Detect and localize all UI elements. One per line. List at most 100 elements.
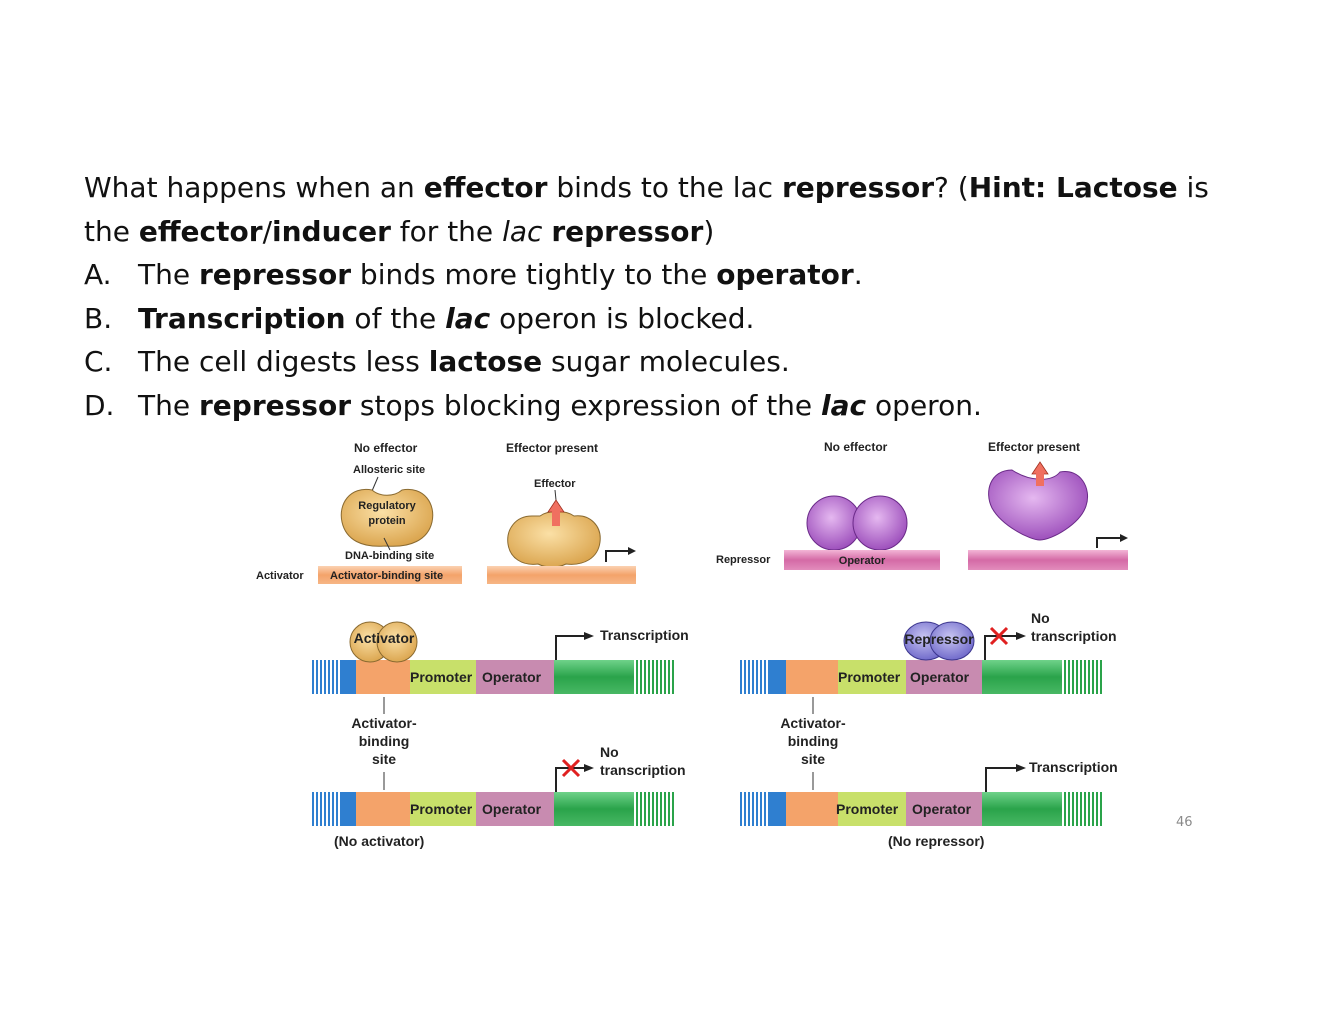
question-text: What happens when an effector binds to t… [84, 166, 1244, 427]
repressor-dna-bar-free [968, 550, 1128, 570]
repressor-lobe-left-2 [903, 621, 949, 661]
dna-blue-block-3 [770, 660, 786, 694]
transcription-arrow-top-left [605, 550, 628, 562]
label-operator-box: Operator [839, 555, 886, 567]
effector-stem-right [1036, 472, 1044, 486]
repressor-lobe-right-2 [929, 621, 975, 661]
promoter-region [410, 660, 476, 694]
regulatory-protein-shape [340, 488, 434, 547]
operator-region [476, 660, 554, 694]
label-activator-side: Activator [256, 570, 304, 582]
blocked-arrow-1 [555, 767, 586, 792]
arrowhead [1120, 534, 1128, 542]
gene-region-3 [982, 660, 1066, 694]
label-no-1: No [600, 744, 619, 760]
label-transcription-lower-1: transcription [600, 762, 686, 778]
transcription-arrow-top-right [1096, 537, 1120, 548]
activator-effector-bound-shape [507, 511, 601, 568]
dna-stripes-right [634, 660, 674, 694]
label-activator-blob: Activator [354, 630, 415, 646]
question-line-1: What happens when an effector binds to t… [84, 171, 1209, 204]
label-binding-right: binding [788, 733, 839, 749]
label-promoter-3: Promoter [838, 669, 901, 685]
arrowhead [584, 632, 594, 640]
label-transcription-lower-2: transcription [1031, 628, 1117, 644]
arrowhead [628, 547, 636, 555]
option-b[interactable]: B.Transcription of the lac operon is blo… [84, 301, 755, 335]
operator-region-3 [906, 660, 982, 694]
label-allosteric-site: Allosteric site [353, 464, 425, 476]
allosteric-pointer [371, 476, 379, 492]
promoter-region-2 [410, 792, 476, 826]
blocked-arrow-2 [984, 635, 1016, 660]
label-transcription-1: Transcription [600, 627, 689, 643]
dna-stripes-left-4 [740, 792, 780, 826]
arrowhead [1016, 764, 1026, 772]
operator-dna-bar [784, 550, 940, 570]
effector-molecule-right [1031, 461, 1049, 475]
gene-region-2 [554, 792, 638, 826]
question-line-2: the effector/inducer for the lac repress… [84, 214, 715, 248]
option-d[interactable]: D.The repressor stops blocking expressio… [84, 388, 982, 422]
operator-region-2 [476, 792, 554, 826]
effector-pointer [554, 489, 557, 501]
label-no-activator: (No activator) [334, 833, 424, 849]
label-protein: protein [368, 515, 406, 527]
label-regulatory: Regulatory [358, 500, 416, 512]
label-effector: Effector [534, 478, 576, 490]
transcription-arrow-2 [985, 767, 1016, 792]
option-c[interactable]: C.The cell digests less lactose sugar mo… [84, 345, 790, 378]
label-operator-1: Operator [482, 669, 542, 685]
dna-stripes-left [311, 660, 351, 694]
label-repressor-side: Repressor [716, 554, 771, 566]
dna-stripes-right-3 [1062, 660, 1102, 694]
label-operator-3: Operator [910, 669, 970, 685]
gene-region [554, 660, 638, 694]
activator-binding-region-4 [786, 792, 838, 826]
activator-binding-region [356, 660, 410, 694]
heading-effector-present-left: Effector present [506, 441, 598, 455]
label-binding-left: binding [359, 733, 410, 749]
transcription-arrow-1 [555, 635, 586, 660]
activator-lobe-left [349, 621, 391, 663]
activator-binding-region-3 [786, 660, 838, 694]
activator-lobe-right [376, 621, 418, 663]
label-activator-binding-site: Activator-binding site [330, 570, 443, 582]
activator-dna-bar [487, 566, 636, 584]
repressor-effector-bound-shape [988, 469, 1088, 541]
heading-effector-present-right: Effector present [988, 440, 1080, 454]
label-transcription-2: Transcription [1029, 759, 1118, 775]
label-promoter-1: Promoter [410, 669, 473, 685]
dna-stripes-right-2 [634, 792, 674, 826]
label-site-left: site [372, 751, 396, 767]
operator-region-4 [906, 792, 982, 826]
red-x-icon [989, 626, 1009, 646]
option-a[interactable]: A.The repressor binds more tightly to th… [84, 258, 863, 291]
slide-number: 46 [1176, 815, 1193, 830]
dna-blue-block-2 [340, 792, 356, 826]
label-promoter-2: Promoter [410, 801, 473, 817]
dna-binding-pointer [383, 537, 391, 551]
activator-binding-region-2 [356, 792, 410, 826]
dna-stripes-left-3 [740, 660, 780, 694]
label-repressor-blob: Repressor [904, 631, 974, 647]
label-activator-hyphen-right: Activator- [780, 715, 846, 731]
dna-blue-block [340, 660, 356, 694]
effector-molecule [547, 499, 565, 513]
label-operator-4: Operator [912, 801, 972, 817]
label-no-repressor: (No repressor) [888, 833, 984, 849]
arrowhead [1016, 632, 1026, 640]
heading-no-effector-left: No effector [354, 441, 418, 455]
red-x-icon [561, 758, 581, 778]
arrowhead [584, 764, 594, 772]
repressor-lobe-left [806, 495, 862, 551]
label-promoter-4: Promoter [836, 801, 899, 817]
gene-region-4 [982, 792, 1066, 826]
effector-stem [552, 510, 560, 526]
repressor-lobe-right [852, 495, 908, 551]
label-no-2: No [1031, 610, 1050, 626]
dna-stripes-left-2 [311, 792, 351, 826]
activator-binding-site-bar [318, 566, 462, 584]
promoter-region-3 [838, 660, 906, 694]
